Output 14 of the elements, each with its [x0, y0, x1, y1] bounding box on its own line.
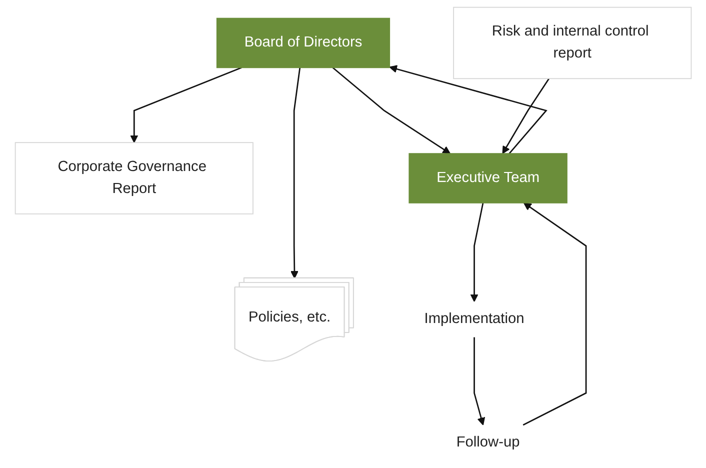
node-box: Executive Team [408, 153, 568, 204]
node-box: Risk and internal control report [452, 6, 692, 80]
arrow [388, 65, 548, 154]
arrow [522, 202, 586, 426]
arrow [502, 78, 550, 154]
arrow [290, 68, 300, 279]
node-text: Implementation [424, 311, 524, 327]
arrow [130, 67, 242, 143]
arrow [470, 202, 484, 302]
node-box: Corporate Governance Report [14, 142, 254, 214]
node-box: Board of Directors [216, 18, 390, 68]
node-text: Follow-up [456, 434, 520, 450]
arrow [473, 337, 485, 426]
arrow [332, 67, 450, 154]
